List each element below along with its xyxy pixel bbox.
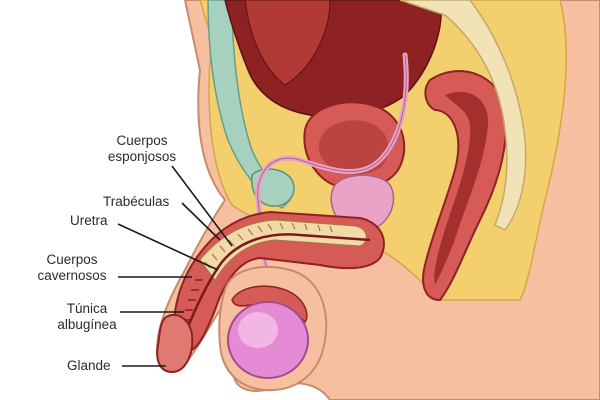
urethra <box>176 233 371 353</box>
leader-uretra <box>117 223 219 271</box>
testis-highlight <box>238 312 278 348</box>
label-tunica-line2: albugínea <box>57 317 117 332</box>
label-trabeculas: Trabéculas <box>103 194 170 209</box>
label-cuerpos-cavernosos: Cuerpos cavernosos <box>30 252 114 284</box>
corpus-spongiosum <box>199 219 367 281</box>
rectum-inner <box>434 91 489 285</box>
label-glande: Glande <box>67 358 111 373</box>
intestine-fold <box>244 0 331 86</box>
label-tunica-line1: Túnica <box>66 301 108 316</box>
sacrum <box>399 0 527 231</box>
label-uretra: Uretra <box>70 213 108 228</box>
label-cuerpos-esponjosos-line1: Cuerpos <box>116 133 168 148</box>
label-cuerpos-cavernosos-line1: Cuerpos <box>46 252 98 267</box>
label-cuerpos-cavernosos-line2: cavernosos <box>37 268 107 283</box>
label-cuerpos-esponjosos-line2: esponjosos <box>107 149 177 164</box>
leader-lines <box>117 165 233 367</box>
glans <box>156 313 194 374</box>
leader-trabeculas <box>181 202 221 241</box>
label-tunica-albuginea: Túnica albugínea <box>56 301 118 333</box>
bladder-inner <box>318 120 389 175</box>
leader-cuerpos-esponjosos <box>171 165 233 247</box>
trabeculae <box>204 222 333 269</box>
label-cuerpos-esponjosos: Cuerpos esponjosos <box>92 133 192 165</box>
